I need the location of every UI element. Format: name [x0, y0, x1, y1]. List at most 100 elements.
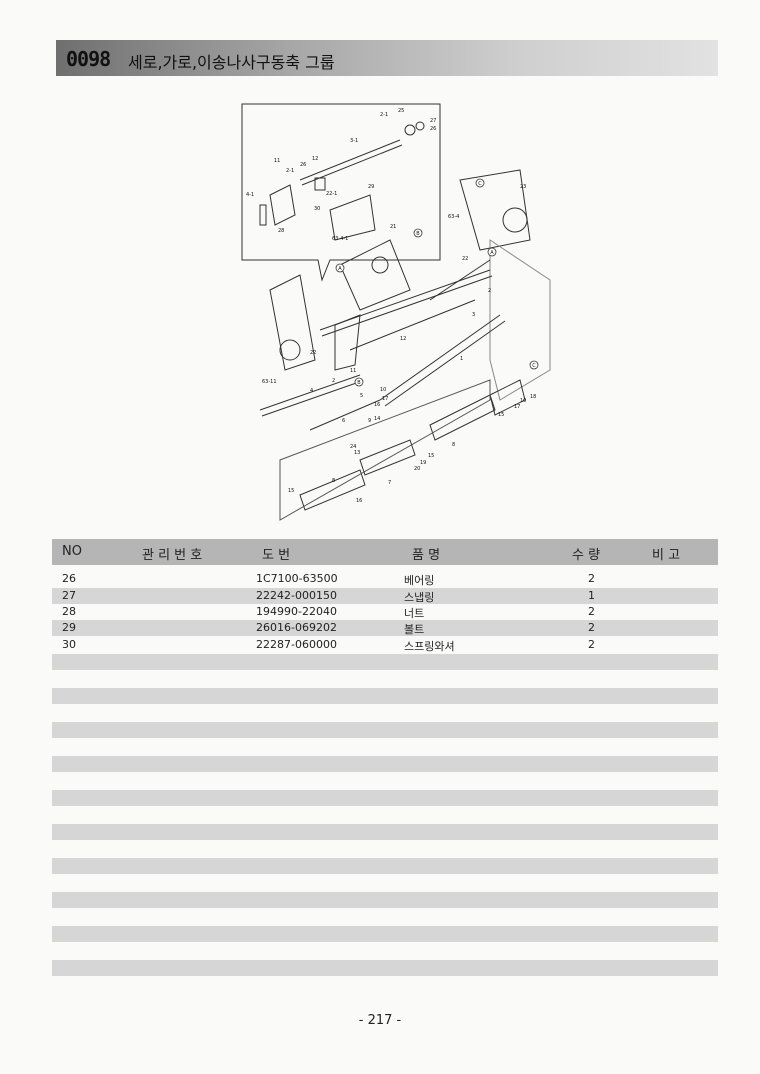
svg-text:2: 2	[332, 378, 335, 384]
svg-text:10: 10	[520, 398, 526, 404]
cell-no: 26	[62, 572, 76, 585]
svg-text:4-1: 4-1	[246, 192, 254, 198]
page-number: - 217 -	[358, 1013, 402, 1028]
svg-text:63-4-1: 63-4-1	[332, 236, 348, 242]
svg-text:5: 5	[360, 393, 363, 399]
svg-text:8: 8	[452, 442, 455, 448]
svg-text:1: 1	[460, 356, 463, 362]
row-stripe	[52, 620, 718, 636]
svg-text:11: 11	[350, 368, 356, 374]
cell-qty: 2	[588, 605, 595, 618]
row-stripe	[52, 588, 718, 604]
svg-text:27: 27	[430, 118, 436, 124]
svg-text:C: C	[478, 181, 482, 187]
cell-name: 볼트	[404, 623, 425, 636]
section-header: 0098 세로,가로,이송나사구동축 그룹	[56, 40, 718, 76]
svg-text:26: 26	[430, 126, 436, 132]
row-stripe	[52, 858, 718, 874]
cell-name: 스프링와셔	[404, 640, 455, 653]
row-stripe	[52, 790, 718, 806]
svg-text:3: 3	[472, 312, 475, 318]
section-title: 세로,가로,이송나사구동축 그룹	[128, 53, 335, 72]
cell-qty: 1	[588, 589, 595, 602]
cell-no: 27	[62, 589, 76, 602]
svg-text:8: 8	[332, 478, 335, 484]
svg-text:11: 11	[274, 158, 280, 164]
svg-text:A: A	[338, 266, 342, 272]
row-stripe	[52, 756, 718, 772]
row-stripe	[52, 824, 718, 840]
cell-drawing: 26016-069202	[256, 621, 337, 634]
cell-no: 28	[62, 605, 76, 618]
section-code: 0098	[66, 47, 111, 71]
svg-text:17: 17	[382, 396, 388, 402]
row-stripe	[52, 688, 718, 704]
cell-drawing: 22242-000150	[256, 589, 337, 602]
svg-text:12: 12	[400, 336, 406, 342]
cell-name: 스냅링	[404, 591, 435, 604]
col-mgmt: 관 리 번 호	[142, 548, 203, 563]
svg-text:63-4: 63-4	[448, 214, 459, 220]
svg-text:13: 13	[354, 450, 360, 456]
cell-qty: 2	[588, 638, 595, 651]
svg-text:15: 15	[498, 412, 504, 418]
row-stripe	[52, 892, 718, 908]
svg-text:2: 2	[488, 288, 491, 294]
cell-qty: 2	[588, 572, 595, 585]
svg-text:28: 28	[278, 228, 284, 234]
cell-no: 30	[62, 638, 76, 651]
svg-text:26: 26	[300, 162, 306, 168]
row-stripe	[52, 926, 718, 942]
svg-text:22: 22	[462, 256, 468, 262]
svg-text:A: A	[490, 250, 494, 256]
svg-text:63-11: 63-11	[262, 379, 277, 385]
svg-text:6: 6	[342, 418, 345, 424]
svg-text:4: 4	[310, 388, 313, 394]
svg-text:2-1: 2-1	[380, 112, 388, 118]
svg-text:16: 16	[356, 498, 362, 504]
svg-text:18: 18	[530, 394, 536, 400]
col-drawing: 도 번	[262, 548, 291, 563]
svg-text:21: 21	[390, 224, 396, 230]
svg-text:22-1: 22-1	[326, 191, 337, 197]
svg-text:2-1: 2-1	[286, 168, 294, 174]
svg-text:C: C	[532, 363, 536, 369]
row-stripe	[52, 722, 718, 738]
row-stripe	[52, 654, 718, 670]
svg-text:15: 15	[288, 488, 294, 494]
svg-text:12: 12	[312, 156, 318, 162]
svg-text:14: 14	[374, 416, 380, 422]
cell-qty: 2	[588, 621, 595, 634]
table-row: 30 22287-060000 스프링와셔 2	[52, 637, 718, 653]
table-row: 26 1C7100-63500 베어링 2	[52, 571, 718, 587]
table-row: 28 194990-22040 너트 2	[52, 604, 718, 620]
svg-text:17: 17	[514, 404, 520, 410]
svg-text:22: 22	[310, 350, 316, 356]
cell-drawing: 194990-22040	[256, 605, 337, 618]
parts-table-header: NO 관 리 번 호 도 번 품 명 수 량 비 고	[52, 539, 718, 565]
svg-text:29: 29	[368, 184, 374, 190]
cell-name: 너트	[404, 607, 425, 620]
cell-name: 베어링	[404, 574, 435, 587]
svg-text:9: 9	[368, 418, 371, 424]
svg-text:3-1: 3-1	[350, 138, 358, 144]
svg-text:7: 7	[388, 480, 391, 486]
cell-drawing: 22287-060000	[256, 638, 337, 651]
col-qty: 수 량	[572, 548, 601, 563]
svg-text:24: 24	[350, 444, 356, 450]
cell-drawing: 1C7100-63500	[256, 572, 338, 585]
svg-text:16: 16	[374, 402, 380, 408]
row-stripe	[52, 960, 718, 976]
col-note: 비 고	[652, 548, 681, 563]
col-no: NO	[62, 544, 82, 559]
svg-text:20: 20	[414, 466, 420, 472]
col-name: 품 명	[412, 548, 441, 563]
svg-text:19: 19	[420, 460, 426, 466]
table-row: 29 26016-069202 볼트 2	[52, 620, 718, 636]
svg-text:15: 15	[428, 453, 434, 459]
svg-text:B: B	[357, 380, 361, 386]
svg-text:B: B	[416, 231, 420, 237]
svg-text:10: 10	[380, 387, 386, 393]
table-row: 27 22242-000150 스냅링 1	[52, 588, 718, 604]
